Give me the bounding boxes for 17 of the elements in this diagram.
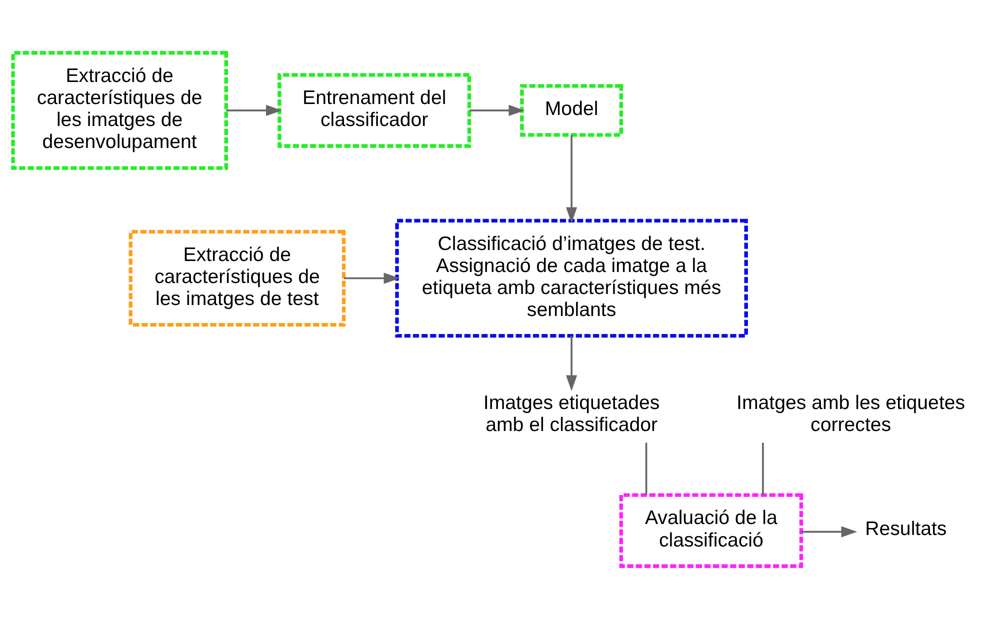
arrow [344, 272, 400, 284]
node-text: Resultats [865, 518, 947, 540]
arrow [469, 104, 525, 116]
node-text: Imatges amb les etiquetes correctes [736, 392, 966, 436]
node-text: Imatges etiquetades amb el classificador [483, 392, 660, 436]
arrow [566, 135, 578, 224]
node-box: Avaluació de la classificació [619, 493, 804, 568]
connector [762, 442, 764, 495]
node-box: Extracció de característiques de les imatges de desenvolupament [11, 51, 228, 170]
arrow [226, 104, 282, 116]
node-box: Extracció de característiques de les imatges de test [128, 230, 346, 327]
node-box: Entrenament del classificador [278, 73, 472, 148]
arrow [566, 336, 578, 392]
arrow [802, 526, 858, 538]
node-box: Model [520, 84, 623, 137]
node-box: Classificació d’imatges de test. Assignació de cada imatge a la etiqueta amb característiques més semblants [395, 218, 748, 338]
connector [645, 442, 648, 495]
